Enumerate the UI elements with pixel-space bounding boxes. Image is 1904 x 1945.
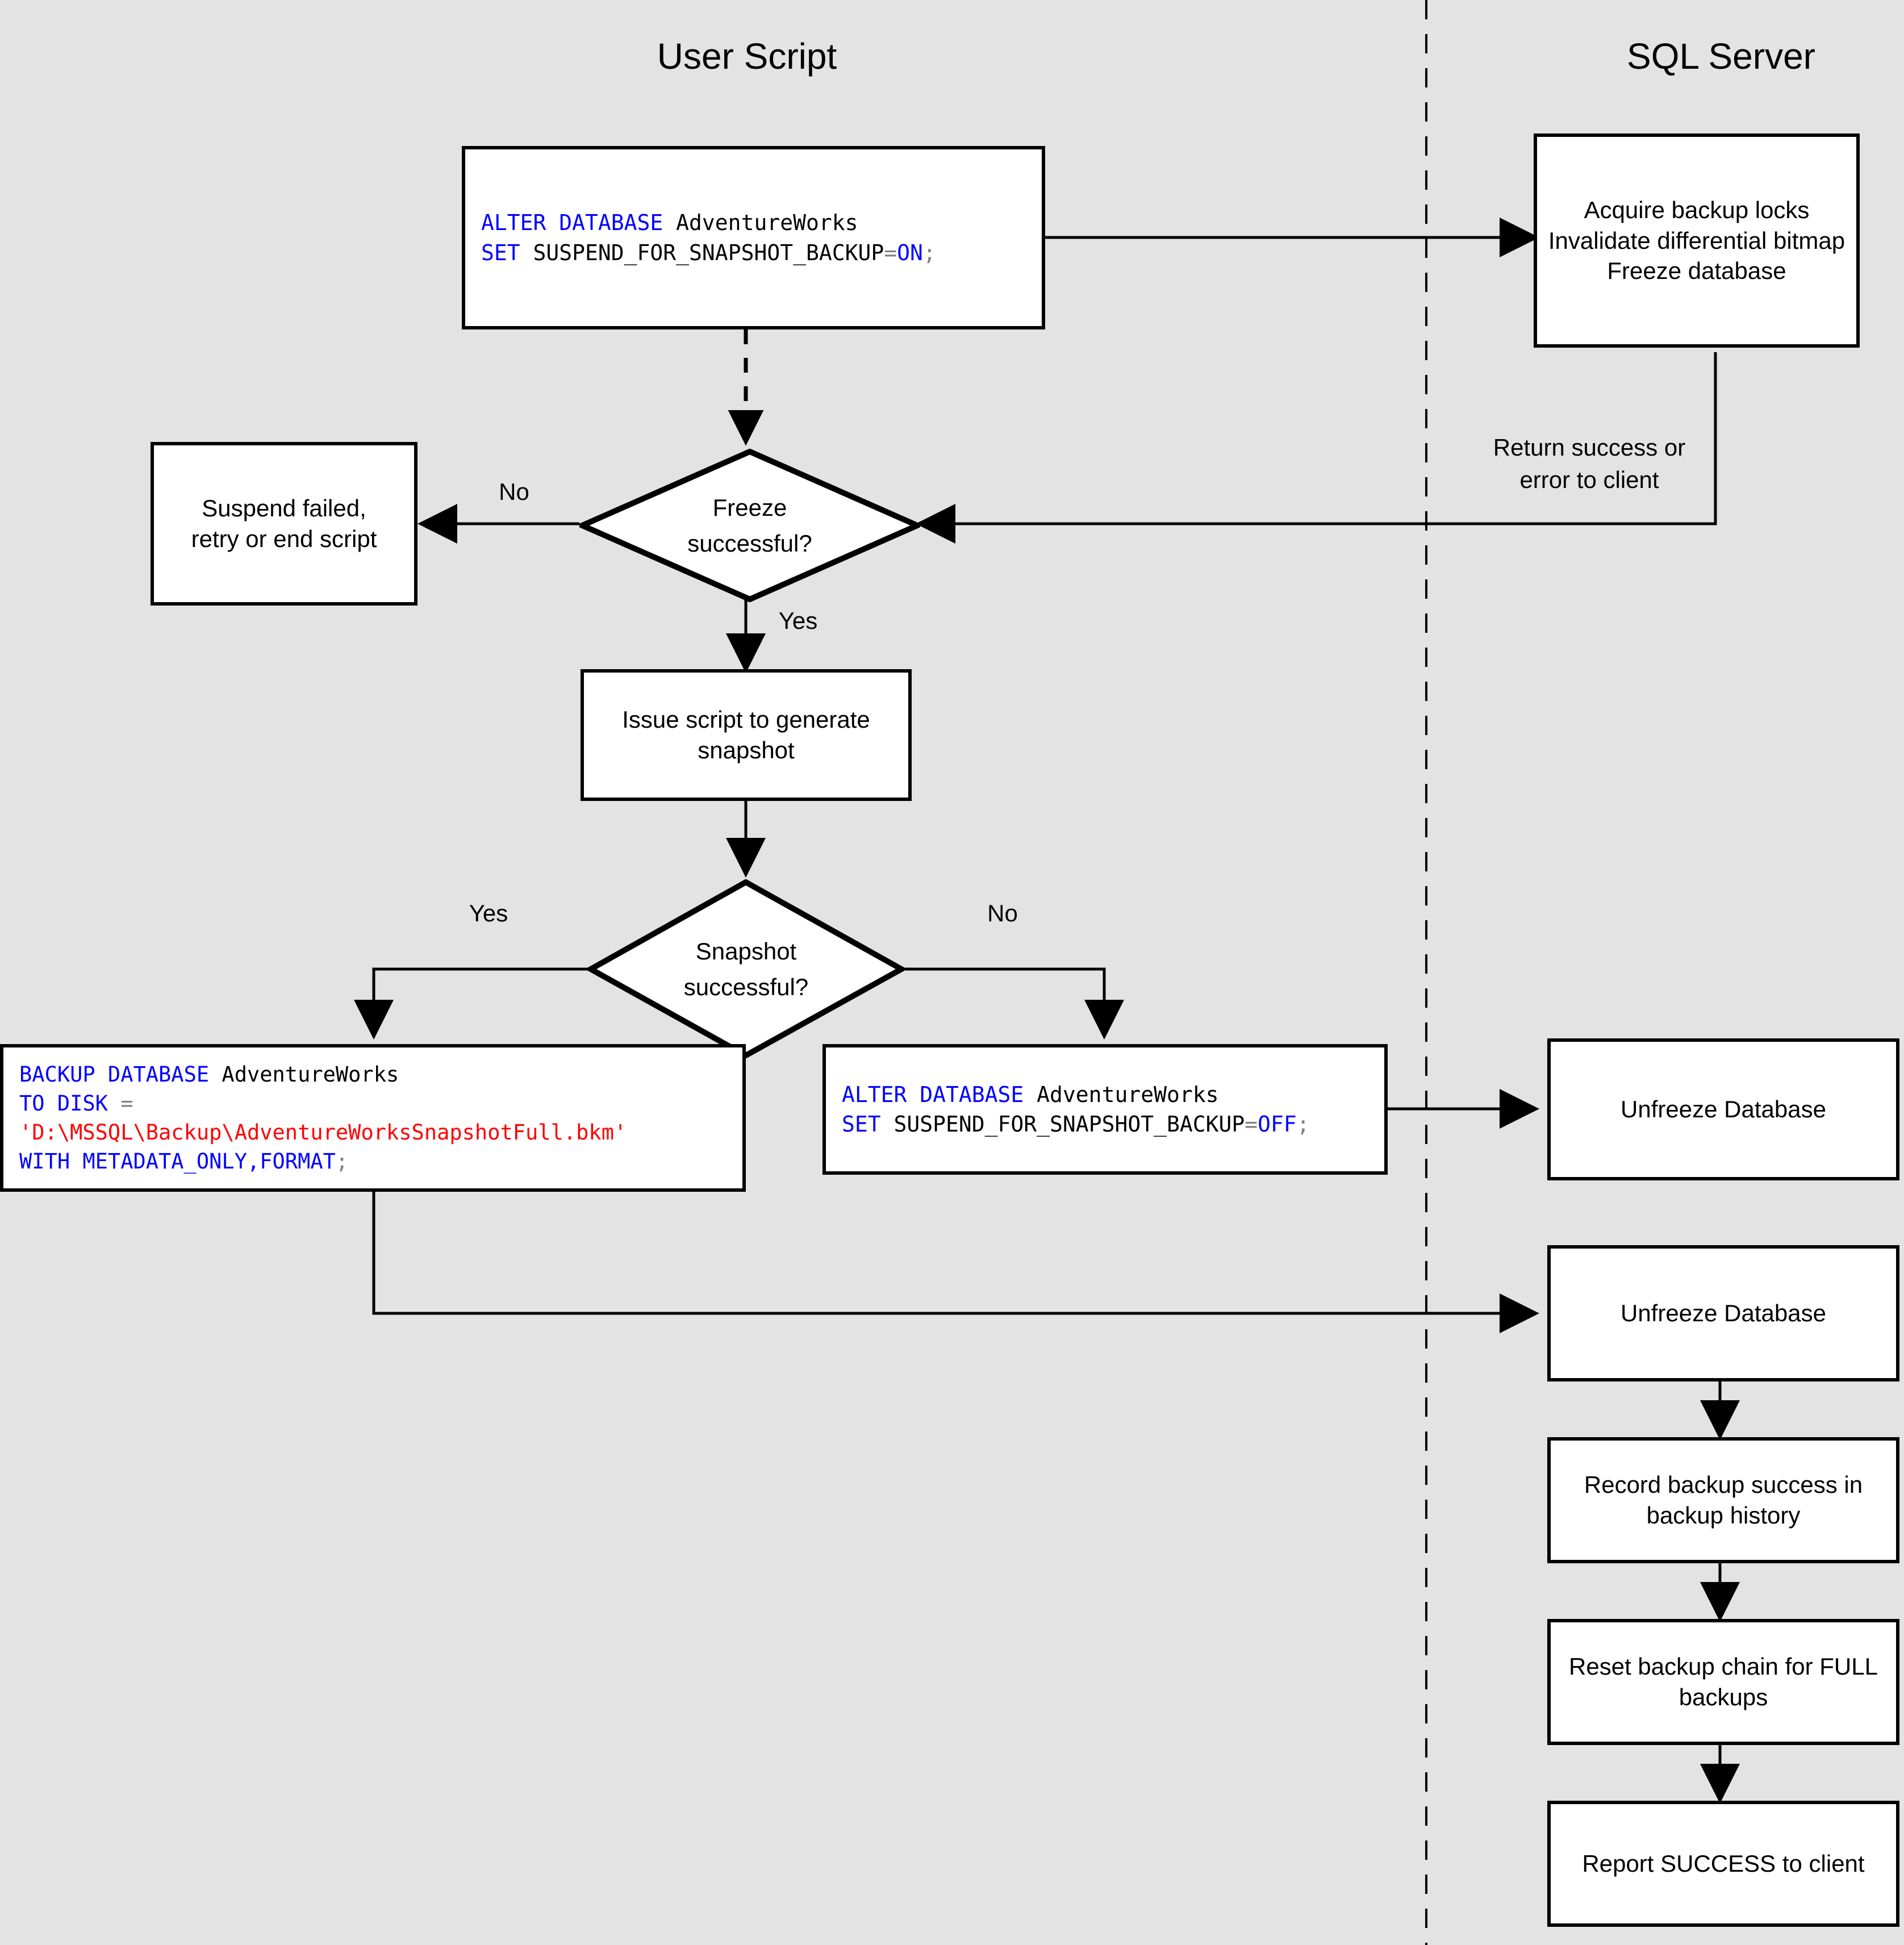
- code-keyword: ALTER DATABASE: [842, 1082, 1024, 1107]
- code-keyword: SET: [842, 1112, 881, 1137]
- node-unfreeze-database-1-label: Unfreeze Database: [1621, 1096, 1826, 1123]
- node-unfreeze-database-2-label: Unfreeze Database: [1621, 1300, 1826, 1327]
- code-body-suspend-on: ALTER DATABASE AdventureWorks SET SUSPEN…: [465, 208, 936, 268]
- edge-label-snapshot-yes-text: Yes: [469, 900, 508, 926]
- diamond-shape-snapshot: [584, 879, 908, 1059]
- code-value: ON: [897, 240, 923, 265]
- code-string-path: 'D:\MSSQL\Backup\AdventureWorksSnapshotF…: [19, 1120, 627, 1145]
- edge-backup-to-unfreeze2: [372, 1192, 1539, 1333]
- code-value: OFF: [1258, 1112, 1297, 1137]
- lane-title-sql-server-label: SQL Server: [1627, 36, 1815, 77]
- code-option: SUSPEND_FOR_SNAPSHOT_BACKUP: [880, 1112, 1245, 1137]
- code-semicolon: ;: [922, 240, 936, 265]
- lane-title-user-script-label: User Script: [657, 36, 837, 77]
- node-snapshot-successful-label: Snapshot successful?: [683, 937, 809, 1000]
- code-body-suspend-off: ALTER DATABASE AdventureWorks SET SUSPEN…: [826, 1080, 1310, 1140]
- node-freeze-successful-decision[interactable]: Freeze successful?: [575, 448, 925, 603]
- code-operator: =: [1245, 1112, 1258, 1137]
- node-snapshot-successful-decision[interactable]: Snapshot successful?: [584, 879, 908, 1059]
- code-operator: =: [107, 1091, 133, 1116]
- node-suspend-for-snapshot-on[interactable]: ALTER DATABASE AdventureWorks SET SUSPEN…: [462, 146, 1045, 329]
- node-backup-database-metadata-only[interactable]: BACKUP DATABASE AdventureWorks TO DISK =…: [0, 1044, 746, 1192]
- code-operator: =: [884, 240, 897, 265]
- diamond-shape-freeze: [575, 448, 925, 603]
- edge-label-freeze-no-text: No: [499, 478, 529, 505]
- edge-label-snapshot-no-text: No: [987, 900, 1018, 926]
- node-freeze-successful-label: Freeze successful?: [687, 494, 812, 557]
- code-option: SUSPEND_FOR_SNAPSHOT_BACKUP: [520, 240, 884, 265]
- node-record-backup-success[interactable]: Record backup success in backup history: [1547, 1437, 1899, 1563]
- edge-label-return-status: Return success or error to client: [1493, 434, 1686, 493]
- edge-snapshot-no: [904, 967, 1124, 1040]
- node-report-success-label: Report SUCCESS to client: [1582, 1850, 1865, 1877]
- node-reset-backup-chain-label: Reset backup chain for FULL backups: [1569, 1653, 1878, 1710]
- code-identifier: AdventureWorks: [209, 1062, 399, 1087]
- edge-label-snapshot-no: No: [966, 898, 1039, 930]
- node-acquire-backup-locks[interactable]: Acquire backup locks Invalidate differen…: [1534, 133, 1860, 348]
- node-issue-script-generate-snapshot[interactable]: Issue script to generate snapshot: [581, 669, 912, 801]
- node-acquire-backup-locks-label: Acquire backup locks Invalidate differen…: [1548, 196, 1845, 285]
- code-keyword: BACKUP DATABASE: [19, 1062, 210, 1087]
- node-suspend-for-snapshot-off[interactable]: ALTER DATABASE AdventureWorks SET SUSPEN…: [822, 1044, 1388, 1175]
- lane-title-user-script: User Script: [585, 35, 909, 77]
- edge-label-snapshot-yes: Yes: [449, 898, 528, 930]
- code-semicolon: ;: [335, 1149, 349, 1174]
- edge-label-freeze-yes: Yes: [758, 605, 838, 637]
- code-semicolon: ;: [1296, 1112, 1310, 1137]
- node-suspend-failed[interactable]: Suspend failed, retry or end script: [151, 442, 417, 606]
- code-identifier: AdventureWorks: [1024, 1082, 1219, 1107]
- code-identifier: AdventureWorks: [663, 210, 858, 236]
- edge-label-freeze-yes-text: Yes: [778, 607, 818, 634]
- code-keyword: SET: [481, 240, 520, 265]
- node-report-success-to-client[interactable]: Report SUCCESS to client: [1547, 1801, 1899, 1927]
- lane-title-sql-server: SQL Server: [1556, 35, 1886, 77]
- node-unfreeze-database-1[interactable]: Unfreeze Database: [1547, 1038, 1899, 1180]
- code-keyword: ALTER DATABASE: [481, 210, 663, 236]
- node-record-backup-success-label: Record backup success in backup history: [1584, 1471, 1863, 1529]
- node-reset-backup-chain[interactable]: Reset backup chain for FULL backups: [1547, 1619, 1899, 1745]
- edge-label-freeze-no: No: [477, 476, 551, 508]
- node-unfreeze-database-2[interactable]: Unfreeze Database: [1547, 1245, 1899, 1381]
- code-keyword: TO DISK: [19, 1091, 108, 1116]
- code-body-backup: BACKUP DATABASE AdventureWorks TO DISK =…: [3, 1060, 627, 1176]
- edge-snapshot-yes: [354, 967, 588, 1040]
- code-keyword: WITH METADATA_ONLY,FORMAT: [19, 1149, 336, 1174]
- node-suspend-failed-label: Suspend failed, retry or end script: [191, 495, 377, 552]
- node-issue-script-label: Issue script to generate snapshot: [622, 706, 870, 763]
